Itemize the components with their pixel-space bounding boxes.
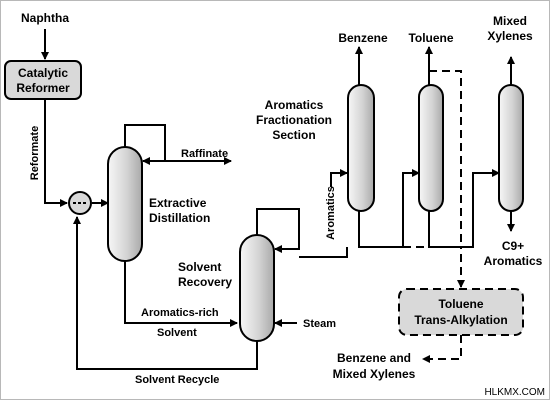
reformate-label: Reformate <box>29 126 41 180</box>
mixed-xylenes-label-line1: Mixed <box>493 14 527 28</box>
mixed-xylenes-label-line2: Xylenes <box>487 29 533 43</box>
watermark-label: HLKMX.COM <box>484 387 545 398</box>
toluene-column <box>418 84 444 212</box>
recovery-label-line2: Recovery <box>178 275 232 289</box>
aromatics-rich-label: Aromatics-rich <box>141 307 219 319</box>
transalkylation-box <box>398 288 524 336</box>
solvent-recycle-label: Solvent Recycle <box>135 374 219 386</box>
extractive-distillation-column <box>107 146 143 262</box>
solvent-recycle-line <box>73 216 258 370</box>
benzene-xylenes-label-line2: Mixed Xylenes <box>333 367 416 381</box>
reformer-label-line2: Reformer <box>16 81 70 95</box>
col2-to-col3-line <box>428 169 500 248</box>
naphtha-label: Naphtha <box>21 11 69 25</box>
aromatics-stream-label: Aromatics <box>325 186 337 240</box>
c9-label-line2: Aromatics <box>484 254 543 268</box>
aromatics-line-a <box>299 247 348 258</box>
extractive-label-line1: Extractive <box>149 196 207 210</box>
toluene-to-ta-line-b <box>403 246 465 288</box>
benzene-label: Benzene <box>338 31 388 45</box>
aromatics-line-b <box>330 169 348 187</box>
raffinate-label: Raffinate <box>181 148 228 160</box>
recovery-reflux-line <box>256 208 300 253</box>
catalytic-reformer-box <box>4 60 82 100</box>
ta-product-line <box>422 335 462 363</box>
aromatics-rich-solvent-line <box>124 261 238 327</box>
benzene-xylenes-label-line1: Benzene and <box>337 351 411 365</box>
fractionation-label-line2: Fractionation <box>256 113 332 127</box>
benzene-column <box>347 84 375 212</box>
solvent-label: Solvent <box>157 327 197 339</box>
toluene-to-ta-line-a <box>429 70 462 247</box>
transalkylation-lines <box>403 70 465 363</box>
reformer-label-line1: Catalytic <box>18 66 68 80</box>
fractionation-label-line3: Section <box>272 128 315 142</box>
fractionation-label-line1: Aromatics <box>265 98 324 112</box>
solvent-recovery-column <box>239 234 275 342</box>
recovery-label-line1: Solvent <box>178 260 221 274</box>
ta-label-line1: Toluene <box>438 297 483 311</box>
toluene-label: Toluene <box>408 31 453 45</box>
ta-label-line2: Trans-Alkylation <box>414 313 507 327</box>
steam-label: Steam <box>303 318 336 330</box>
xylenes-column <box>498 84 524 212</box>
extractive-reflux-line <box>124 124 166 165</box>
reformate-line <box>44 99 68 207</box>
c9-label-line1: C9+ <box>502 239 524 253</box>
extractive-label-line2: Distillation <box>149 211 210 225</box>
